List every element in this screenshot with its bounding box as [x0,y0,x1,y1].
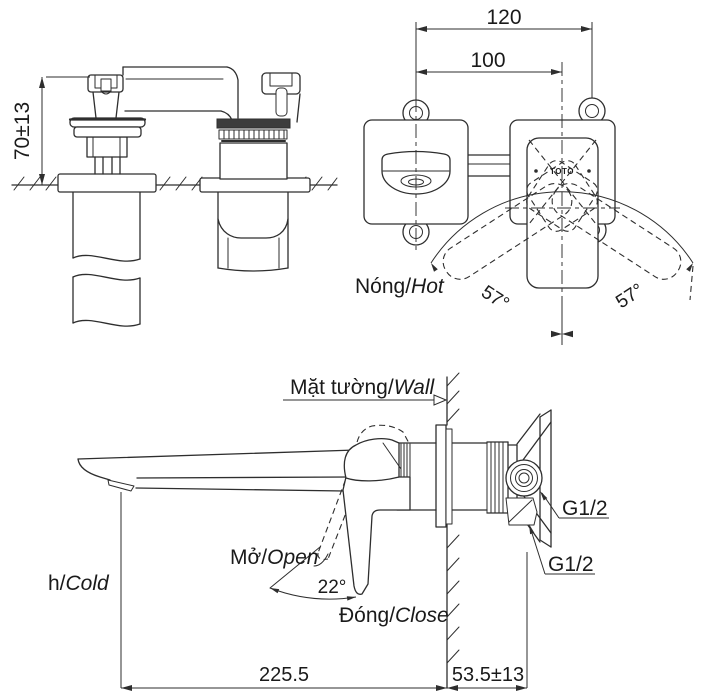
lower-connection-block [505,497,538,526]
close-label: Đóng/Close [339,604,449,627]
mixer-control-side [68,74,147,175]
base-plate-left [57,173,157,193]
swing-right-label: 57° [612,280,648,313]
wall-section-line [446,372,460,689]
handle-dot-right [587,169,591,173]
wall-flange-inner [445,428,453,525]
wall-flange [435,424,447,528]
bottom-dimensions: 225.5 53.5±13 [120,492,528,691]
base-plate-right [199,177,311,193]
connecting-arm [122,66,239,121]
cold-label: h/Cold [48,572,110,595]
wall-label: Mặt tường/Wall [290,376,435,399]
side-view: 70±13 [11,66,338,327]
inwall-valve [451,409,552,548]
thread-bottom-label: G1/2 [548,553,594,576]
center-spacing-label: 100 [470,49,505,72]
open-label: Mở/Open [230,546,318,569]
handle-grip [526,137,599,289]
mount-spacing-label: 120 [486,6,521,29]
aerator-nib [107,479,135,492]
spout-profile [77,449,357,496]
spacing-dimensions: 120 100 [415,6,593,100]
swing-left-label: 57° [477,282,513,315]
front-view: TOTO 57° 57° Nóng [355,6,694,348]
lever-cap [343,438,400,482]
valve-housing-below-wall [217,191,289,272]
supply-pipe-left [72,189,141,327]
open-angle-label: 22° [318,577,347,598]
reach-dimension-label: 225.5 [259,664,309,686]
height-dimension: 70±13 [11,76,90,185]
handle-dot-left [534,169,538,173]
height-dimension-label: 70±13 [11,102,34,160]
lever-closed [342,476,411,595]
thread-labels: G1/2 G1/2 [529,491,609,576]
supply-union-nut [505,459,543,497]
spout-body-side [216,72,301,180]
wall-label-group: Mặt tường/Wall [283,376,448,406]
wall-offset-dimension-label: 53.5±13 [452,664,524,686]
arm-front [467,154,511,177]
open-angle-dimension: 22° [269,546,357,601]
hot-label: Nóng/Hot [355,275,445,298]
profile-view: G1/2 G1/2 [48,372,609,691]
thread-top-label: G1/2 [562,497,608,520]
open-label-group: Mở/Open [230,546,329,569]
